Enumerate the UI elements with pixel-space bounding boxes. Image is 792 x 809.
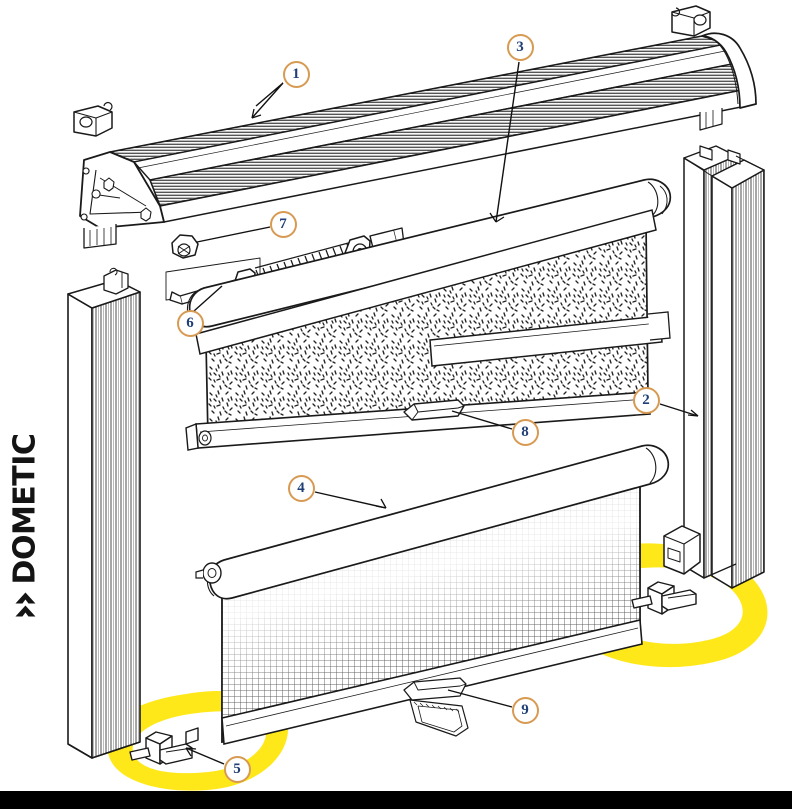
leader-5 (185, 747, 225, 765)
bottom-black-bar (0, 791, 792, 809)
leader-3 (495, 61, 520, 223)
part-awning-case (79, 32, 757, 249)
leader-2-arrow (687, 409, 699, 417)
callout-1[interactable]: 1 (282, 60, 310, 88)
leader-6 (193, 285, 223, 312)
leader-4 (314, 491, 387, 509)
leader-1 (251, 82, 284, 119)
leader-7 (196, 226, 271, 243)
mounting-clip-top-right (671, 5, 711, 37)
part-screen-pull-handle (403, 677, 469, 737)
leader-4-arrow (375, 498, 387, 509)
callout-8[interactable]: 8 (511, 418, 539, 446)
leader-8 (451, 410, 513, 430)
leader-9 (447, 689, 513, 708)
leader-2 (659, 403, 699, 417)
part-awning-pull-handle (403, 399, 465, 421)
part-mounting-bracket-left (129, 727, 199, 765)
part-awning-fabric (185, 178, 672, 451)
callout-7[interactable]: 7 (269, 210, 297, 238)
leader-3-arrow (489, 212, 505, 223)
part-mounting-bracket-right (631, 525, 701, 615)
mounting-clip-parts (73, 5, 711, 137)
part-right-vertical-rail (683, 145, 765, 589)
part-left-vertical-rail (67, 267, 141, 759)
callout-5[interactable]: 5 (223, 755, 251, 783)
callout-2[interactable]: 2 (632, 386, 660, 414)
leader-5-arrow (185, 747, 197, 757)
callout-6[interactable]: 6 (176, 309, 204, 337)
callout-leader-lines (185, 61, 699, 765)
leader-1-arrow (251, 108, 262, 119)
callout-3[interactable]: 3 (506, 33, 534, 61)
mounting-clip-top-left (73, 102, 113, 137)
callout-9[interactable]: 9 (511, 696, 539, 724)
callout-4[interactable]: 4 (287, 474, 315, 502)
